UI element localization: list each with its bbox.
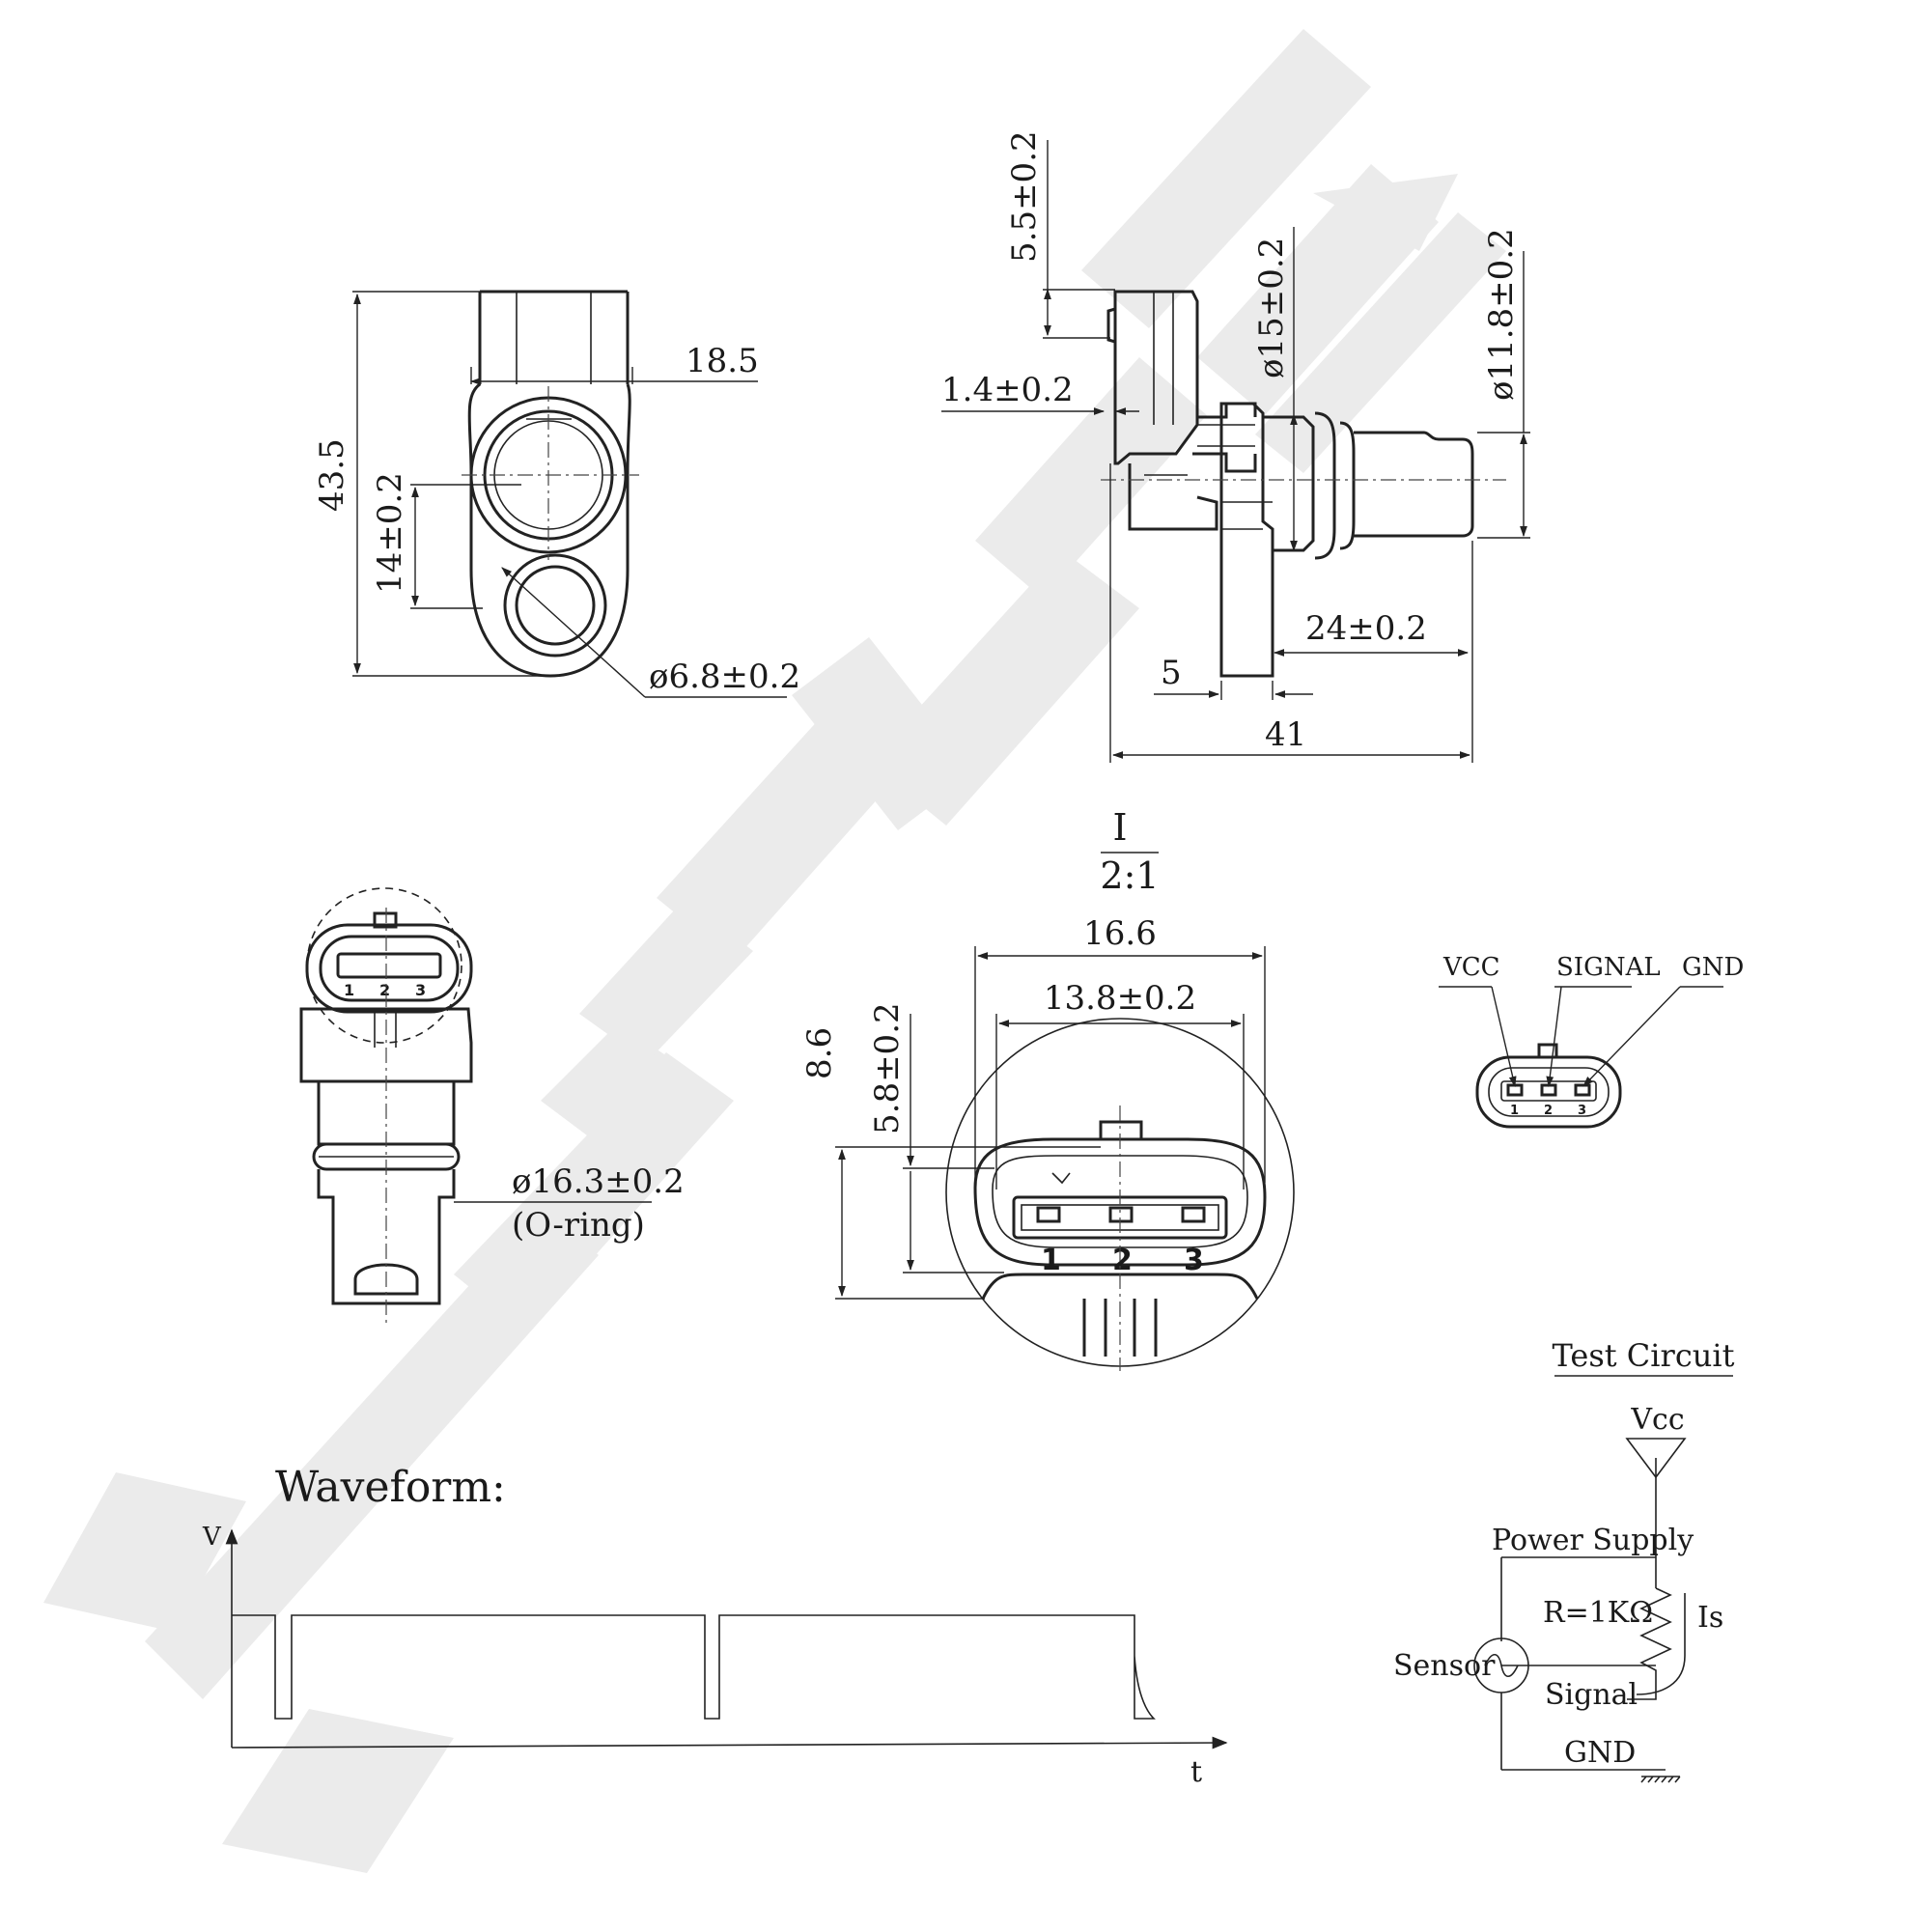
dim-hole-spacing: 14±0.2 xyxy=(371,472,409,594)
dim-tip-length: 24±0.2 xyxy=(1305,609,1427,648)
dim-connector-height: 8.6 xyxy=(800,1027,839,1079)
top-view xyxy=(352,290,787,698)
pinout-pin-3: 3 xyxy=(1578,1104,1586,1118)
detail-view: 1 2 3 xyxy=(835,852,1295,1371)
dim-hole-diameter: ø6.8±0.2 xyxy=(649,658,800,696)
circuit-current-label: Is xyxy=(1697,1601,1723,1635)
pinout-vcc-label: VCC xyxy=(1442,953,1500,982)
dim-tab-thickness: 1.4±0.2 xyxy=(941,371,1074,409)
watermark-logo xyxy=(43,29,1506,1873)
dim-oring-note: (O-ring) xyxy=(512,1206,645,1245)
connector-pinout: 1 2 3 xyxy=(1439,986,1723,1129)
circuit-vcc-label: Vcc xyxy=(1630,1403,1684,1437)
detail-scale: 2:1 xyxy=(1100,854,1159,897)
dim-height-total: 43.5 xyxy=(313,438,351,512)
waveform xyxy=(225,1528,1228,1749)
circuit-resistor-label: R=1KΩ xyxy=(1543,1596,1653,1630)
dim-tip-diameter: ø11.8±0.2 xyxy=(1482,228,1521,401)
circuit-signal-label: Signal xyxy=(1545,1678,1638,1712)
front-pin-3: 3 xyxy=(415,981,426,999)
side-view xyxy=(941,140,1530,763)
dim-body-width: 18.5 xyxy=(686,342,759,380)
circuit-sensor-label: Sensor xyxy=(1393,1649,1496,1683)
detail-pin-3: 3 xyxy=(1184,1244,1204,1277)
waveform-labels: Waveform: V t xyxy=(202,1463,1202,1789)
dim-cavity-height: 5.8±0.2 xyxy=(868,1002,907,1134)
dim-seal-diameter: ø15±0.2 xyxy=(1252,238,1291,378)
detail-pin-1: 1 xyxy=(1041,1244,1061,1277)
dim-cavity-width: 13.8±0.2 xyxy=(1044,979,1196,1018)
waveform-y-axis-label: V xyxy=(202,1523,222,1552)
waveform-title: Waveform: xyxy=(275,1463,506,1512)
pinout-pin-2: 2 xyxy=(1544,1104,1553,1118)
pinout-gnd-label: GND xyxy=(1682,953,1744,982)
circuit-power-supply-label: Power Supply xyxy=(1492,1524,1694,1557)
dim-flange-thickness: 5 xyxy=(1161,654,1182,692)
waveform-x-axis-label: t xyxy=(1190,1755,1202,1789)
pinout-labels: VCC SIGNAL GND xyxy=(1442,953,1744,982)
pinout-signal-label: SIGNAL xyxy=(1556,953,1661,982)
front-view: 1 2 3 xyxy=(299,887,652,1328)
front-pin-2: 2 xyxy=(379,981,390,999)
circuit-title: Test Circuit xyxy=(1553,1337,1735,1374)
test-circuit xyxy=(1473,1375,1733,1783)
front-pin-1: 1 xyxy=(344,981,354,999)
pinout-pin-1: 1 xyxy=(1510,1104,1519,1118)
detail-label: I xyxy=(1112,806,1127,849)
dim-overall-length: 41 xyxy=(1265,715,1306,754)
circuit-gnd-label: GND xyxy=(1564,1736,1636,1770)
dim-connector-width: 16.6 xyxy=(1083,914,1157,953)
dim-flange-offset: 5.5±0.2 xyxy=(1005,130,1044,263)
detail-pin-2: 2 xyxy=(1112,1244,1133,1277)
circuit-labels: Test Circuit Vcc Power Supply R=1KΩ Is S… xyxy=(1393,1337,1735,1770)
dim-oring-diameter: ø16.3±0.2 xyxy=(512,1162,685,1201)
dimension-labels: 43.5 18.5 14±0.2 ø6.8±0.2 5.5±0.2 1.4±0.… xyxy=(313,130,1521,1245)
